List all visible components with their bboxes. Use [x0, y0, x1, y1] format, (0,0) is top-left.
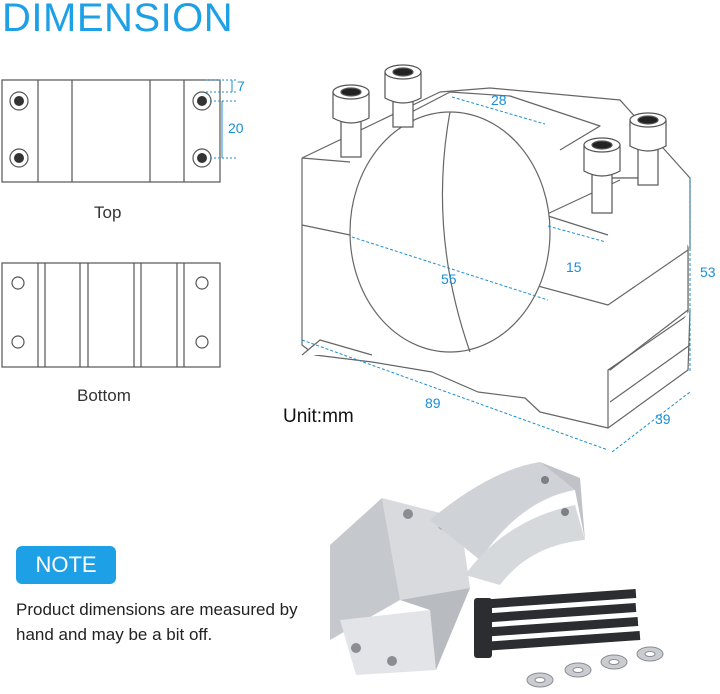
dim-depth: 39	[655, 411, 671, 427]
bottom-view	[1, 262, 221, 368]
bottom-view-label: Bottom	[77, 386, 131, 405]
isometric-bolts	[332, 64, 667, 214]
dim-length: 89	[425, 395, 441, 411]
product-illustration	[330, 462, 664, 688]
top-view-label: Top	[94, 203, 122, 222]
product-bolts	[474, 588, 641, 658]
bolt-1	[332, 84, 370, 158]
note-badge: NOTE	[16, 546, 116, 584]
bolt-2	[384, 64, 422, 128]
bolt-3	[583, 137, 621, 214]
bolt-4	[629, 112, 667, 186]
top-view-outline	[1, 79, 221, 183]
bottom-view-outline	[1, 262, 221, 368]
top-view	[1, 79, 221, 183]
note-text: Product dimensions are measured by hand …	[16, 600, 298, 644]
page-title: DIMENSION	[2, 0, 234, 40]
product-washers	[526, 646, 664, 688]
saddle-upper	[430, 462, 585, 585]
top-view-dimension-lines	[206, 79, 238, 159]
bottom-view-holes	[11, 276, 209, 349]
dim-top-hole-spacing: 20	[228, 120, 244, 136]
dim-side-height: 15	[566, 259, 582, 275]
dim-height: 53	[700, 264, 716, 280]
top-view-bolt-holes	[9, 91, 212, 168]
unit-label: Unit:mm	[283, 406, 354, 427]
dim-bore: 55	[441, 271, 457, 287]
dim-width-top: 28	[491, 92, 507, 108]
isometric-dimension-lines	[301, 96, 691, 453]
dim-top-hole-offset: 7	[237, 78, 245, 94]
